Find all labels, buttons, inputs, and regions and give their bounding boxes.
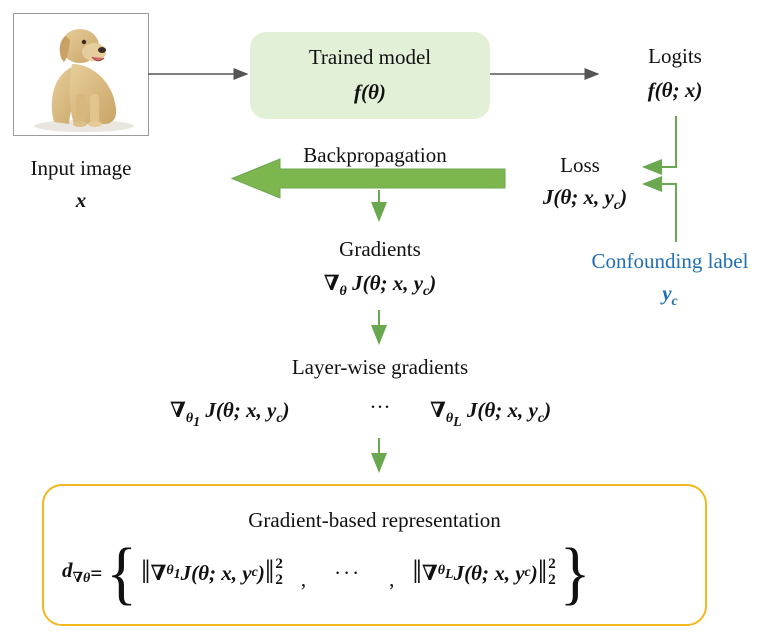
- formula-open-brace: {: [106, 533, 137, 612]
- formula-close-brace: }: [559, 533, 591, 612]
- representation-label: Gradient-based representation: [248, 508, 501, 532]
- gradients-symbol: ∇θ J(θ; x, yc): [323, 271, 437, 300]
- layerwise-dots: ···: [369, 395, 391, 419]
- formula-equals: =: [90, 560, 103, 585]
- backprop-arrow: [230, 158, 506, 199]
- arrow-confounding-to-loss: [642, 176, 677, 242]
- layerwise-first: ∇θ1 J(θ; x, yc): [170, 398, 290, 430]
- loss-symbol: J(θ; x, yc): [542, 185, 628, 214]
- representation-box: [42, 484, 707, 626]
- backprop-label: Backpropagation: [303, 143, 447, 167]
- input-image-label: Input image: [30, 156, 132, 180]
- formula-dots: ···: [334, 560, 362, 585]
- trained-model-box: [250, 32, 490, 119]
- confounding-label: Confounding label: [591, 249, 749, 273]
- input-symbol: x: [75, 188, 87, 212]
- confounding-symbol: yc: [662, 281, 678, 310]
- dog-photo-icon: [34, 29, 134, 132]
- formula-comma-1: ,: [300, 566, 307, 591]
- loss-label: Loss: [560, 153, 600, 177]
- logits-label: Logits: [648, 44, 702, 68]
- model-symbol: f(θ): [354, 80, 386, 104]
- formula-lhs: d∇θ: [62, 558, 91, 587]
- formula-comma-2: ,: [389, 566, 395, 591]
- arrow-logits-to-loss: [642, 116, 677, 175]
- layerwise-label: Layer-wise gradients: [291, 355, 469, 379]
- input-image: [13, 13, 149, 136]
- logits-symbol: f(θ; x): [647, 78, 703, 102]
- layerwise-last: ∇θL J(θ; x, yc): [430, 398, 552, 430]
- trained-model-label: Trained model: [308, 45, 432, 69]
- gradients-label: Gradients: [339, 237, 421, 261]
